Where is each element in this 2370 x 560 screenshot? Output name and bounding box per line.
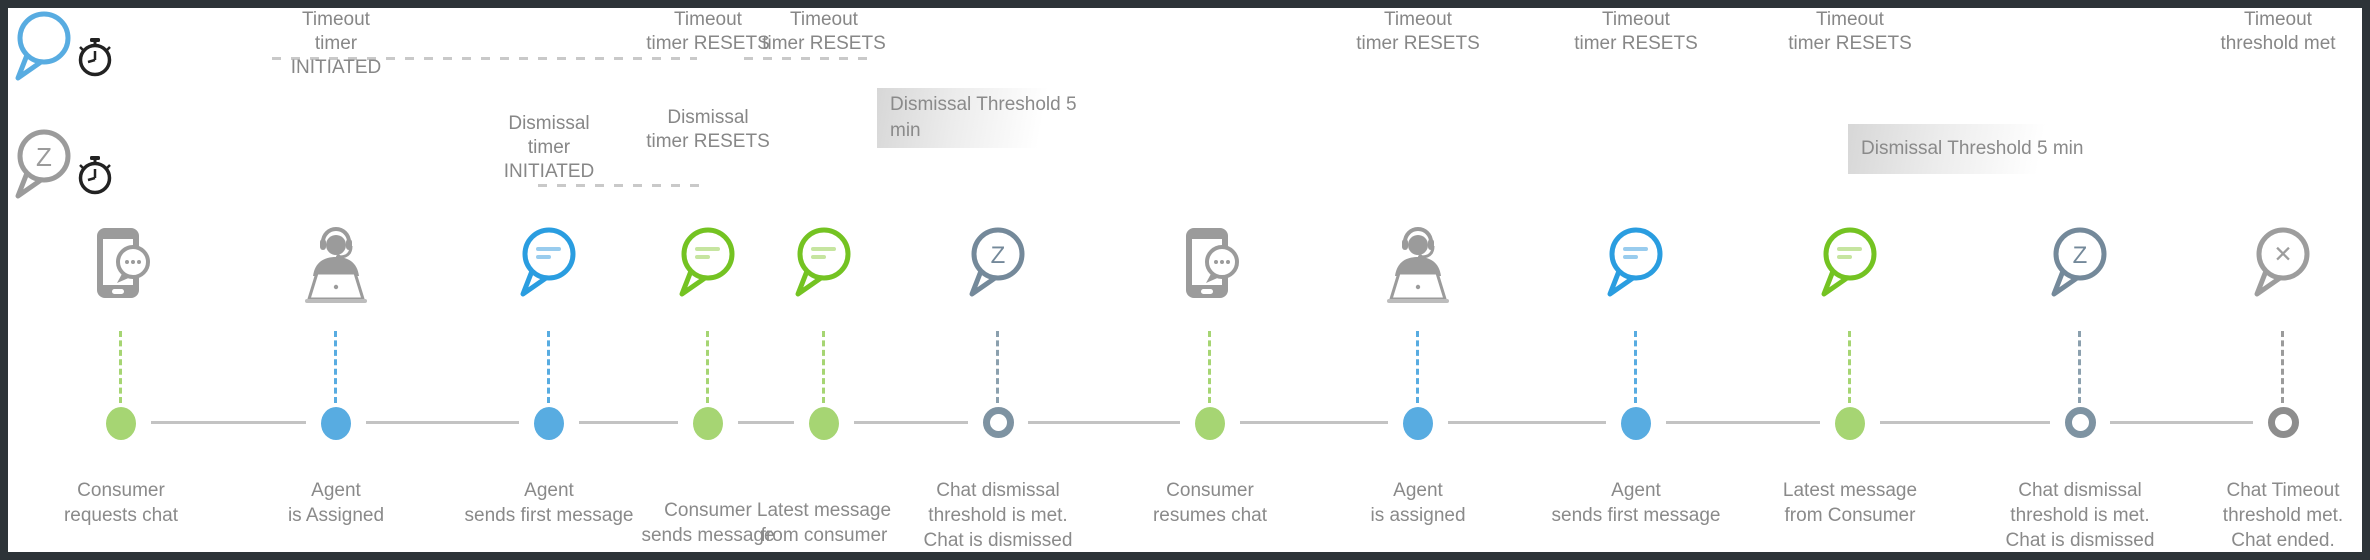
agent-headset-icon — [1387, 227, 1449, 303]
agent-headset-icon — [305, 227, 367, 303]
sleep-bubble-icon: Z — [969, 227, 1025, 297]
timeline-dot-blue — [1403, 407, 1433, 440]
sleep-glyph: Z — [2073, 242, 2088, 269]
event-drop-line — [119, 331, 122, 403]
timeline-dot-green — [809, 407, 839, 440]
timeline-dot-green — [1835, 407, 1865, 440]
event-drop-line — [1416, 331, 1419, 403]
sleep-bubble-stopwatch-icon: Z — [15, 129, 112, 199]
sleep-bubble-icon: Z — [2051, 227, 2107, 297]
event-drop-line — [1634, 331, 1637, 403]
timeline-segment — [1028, 421, 1180, 424]
timeline-segment — [1448, 421, 1606, 424]
timeline-segment — [1240, 421, 1388, 424]
event-drop-line — [1208, 331, 1211, 403]
dismissal-timer-dashed-line — [538, 184, 706, 187]
timeline-segment — [2110, 421, 2253, 424]
timeline-dot-blue — [321, 407, 351, 440]
dismissal-threshold-box: Dismissal Threshold 5 min — [877, 88, 1077, 148]
event-drop-line — [547, 331, 550, 403]
timeline-segment — [1666, 421, 1820, 424]
sleep-glyph: Z — [991, 242, 1006, 269]
sleep-glyph: Z — [36, 142, 52, 172]
timeline-dot-ring-gray — [2268, 407, 2299, 438]
stopwatch-icon — [78, 156, 112, 195]
timeline-segment — [854, 421, 968, 424]
chat-bubble-blue-icon — [520, 227, 576, 297]
timeline-dot-blue — [534, 407, 564, 440]
timeline-segment — [738, 421, 794, 424]
event-drop-line — [822, 331, 825, 403]
timeline-dot-green — [693, 407, 723, 440]
smartphone-chat-icon — [1186, 228, 1239, 298]
event-drop-line — [706, 331, 709, 403]
chat-bubble-stopwatch-icon — [15, 11, 112, 81]
event-drop-line — [334, 331, 337, 403]
timeline-dot-green — [1195, 407, 1225, 440]
close-glyph: ✕ — [2273, 241, 2292, 267]
timeline-segment — [366, 421, 519, 424]
dismissal-threshold-box: Dismissal Threshold 5 min — [1848, 124, 2083, 174]
chat-bubble-green-icon — [795, 227, 851, 297]
event-drop-line — [2078, 331, 2081, 403]
chat-bubble-green-icon — [1821, 227, 1877, 297]
dismissal-timer-legend: Z — [14, 128, 126, 211]
event-drop-line — [996, 331, 999, 403]
timeline-segment — [579, 421, 678, 424]
timeline-segment — [1880, 421, 2050, 424]
chat-bubble-green-icon — [679, 227, 735, 297]
timeout-timer-legend — [14, 10, 126, 93]
timeline-dot-blue — [1621, 407, 1651, 440]
timeline-dot-green — [106, 407, 136, 440]
timeline-dot-ring-slate — [2065, 407, 2096, 438]
timeline-segment — [151, 421, 306, 424]
timeline-dot-ring-slate — [983, 407, 1014, 438]
timeout-timer-dashed-line — [272, 57, 697, 60]
stopwatch-icon — [78, 38, 112, 77]
timeout-timer-dashed-line — [744, 57, 868, 60]
event-drop-line — [2281, 331, 2284, 403]
smartphone-chat-icon — [97, 228, 150, 298]
chat-bubble-blue-icon — [1607, 227, 1663, 297]
close-bubble-icon: ✕ — [2254, 227, 2310, 297]
event-drop-line — [1848, 331, 1851, 403]
